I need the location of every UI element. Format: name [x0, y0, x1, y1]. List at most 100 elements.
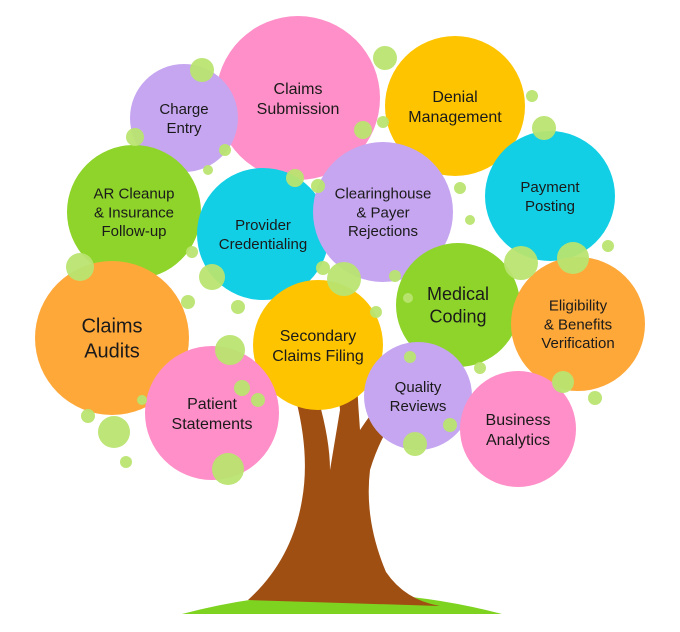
decor-dot	[588, 391, 602, 405]
bubble-label: & Insurance	[94, 204, 174, 221]
decor-dot	[404, 351, 416, 363]
decor-dot	[403, 293, 413, 303]
service-bubbles: ClaimsSubmissionChargeEntryDenialManagem…	[35, 16, 645, 487]
decor-dot	[474, 362, 486, 374]
bubble-label: Follow-up	[101, 223, 166, 240]
decor-dot	[181, 295, 195, 309]
decor-dot	[98, 416, 130, 448]
bubble-label: Secondary	[280, 328, 357, 345]
decorative-dots	[66, 46, 614, 485]
bubble-label: Claims Filing	[272, 348, 364, 365]
decor-dot	[526, 90, 538, 102]
decor-dot	[373, 46, 397, 70]
decor-dot	[443, 418, 457, 432]
bubble-circle	[385, 36, 525, 176]
decor-dot	[212, 453, 244, 485]
decor-dot	[454, 182, 466, 194]
bubble-label: Patient	[187, 396, 237, 413]
bubble-label: AR Cleanup	[94, 186, 175, 203]
decor-dot	[66, 253, 94, 281]
decor-dot	[81, 409, 95, 423]
decor-dot	[215, 335, 245, 365]
bubble-label: Verification	[541, 335, 614, 352]
bubble-circle	[485, 131, 615, 261]
bubble-label: Rejections	[348, 223, 418, 240]
bubble-label: Provider	[235, 217, 291, 234]
bubble-circle	[460, 371, 576, 487]
decor-dot	[219, 144, 231, 156]
bubble-label: Reviews	[390, 398, 447, 415]
bubble-circle	[197, 168, 329, 300]
bubble-label: Credentialing	[219, 236, 307, 253]
bubble-circle	[130, 64, 238, 172]
decor-dot	[311, 179, 325, 193]
bubble-label: Audits	[84, 341, 140, 363]
decor-dot	[286, 169, 304, 187]
decor-dot	[190, 58, 214, 82]
decor-dot	[602, 240, 614, 252]
decor-dot	[231, 300, 245, 314]
bubble-circle	[253, 280, 383, 410]
decor-dot	[389, 270, 401, 282]
decor-dot	[316, 261, 330, 275]
bubble-circle	[145, 346, 279, 480]
bubble-circle	[511, 257, 645, 391]
decor-dot	[327, 262, 361, 296]
bubble-label: Entry	[166, 120, 202, 137]
bubble-label: Coding	[429, 307, 486, 327]
decor-dot	[203, 165, 213, 175]
decor-dot	[370, 306, 382, 318]
bubble-label: Submission	[257, 101, 340, 118]
bubble-label: Medical	[427, 284, 489, 304]
bubble-label: Clearinghouse	[335, 186, 432, 203]
decor-dot	[377, 116, 389, 128]
bubble-circle	[216, 16, 380, 180]
bubble-label: Claims	[81, 316, 142, 338]
bubble-circle	[313, 142, 453, 282]
decor-dot	[199, 264, 225, 290]
decor-dot	[251, 393, 265, 407]
bubble-label: Management	[408, 109, 502, 126]
bubble-label: Business	[486, 412, 551, 429]
decor-dot	[234, 380, 250, 396]
decor-dot	[354, 121, 372, 139]
bubble-label: & Payer	[356, 204, 409, 221]
bubble-label: Eligibility	[549, 298, 608, 315]
bubble-circle	[67, 145, 201, 279]
decor-dot	[403, 432, 427, 456]
decor-dot	[532, 116, 556, 140]
bubble-label: Analytics	[486, 432, 550, 449]
bubble-label: Quality	[395, 379, 442, 396]
decor-dot	[465, 215, 475, 225]
bubble-label: Posting	[525, 198, 575, 215]
bubble-label: Statements	[172, 416, 253, 433]
bubble-label: Payment	[520, 179, 580, 196]
bubble-label: Charge	[159, 101, 208, 118]
decor-dot	[186, 246, 198, 258]
bubble-label: Claims	[274, 81, 323, 98]
decor-dot	[552, 371, 574, 393]
decor-dot	[137, 395, 147, 405]
bubble-circle	[396, 243, 520, 367]
decor-dot	[557, 242, 589, 274]
bubble-label: & Benefits	[544, 316, 612, 333]
bubble-label: Denial	[432, 89, 477, 106]
bubble-circle	[35, 261, 189, 415]
decor-dot	[120, 456, 132, 468]
decor-dot	[126, 128, 144, 146]
